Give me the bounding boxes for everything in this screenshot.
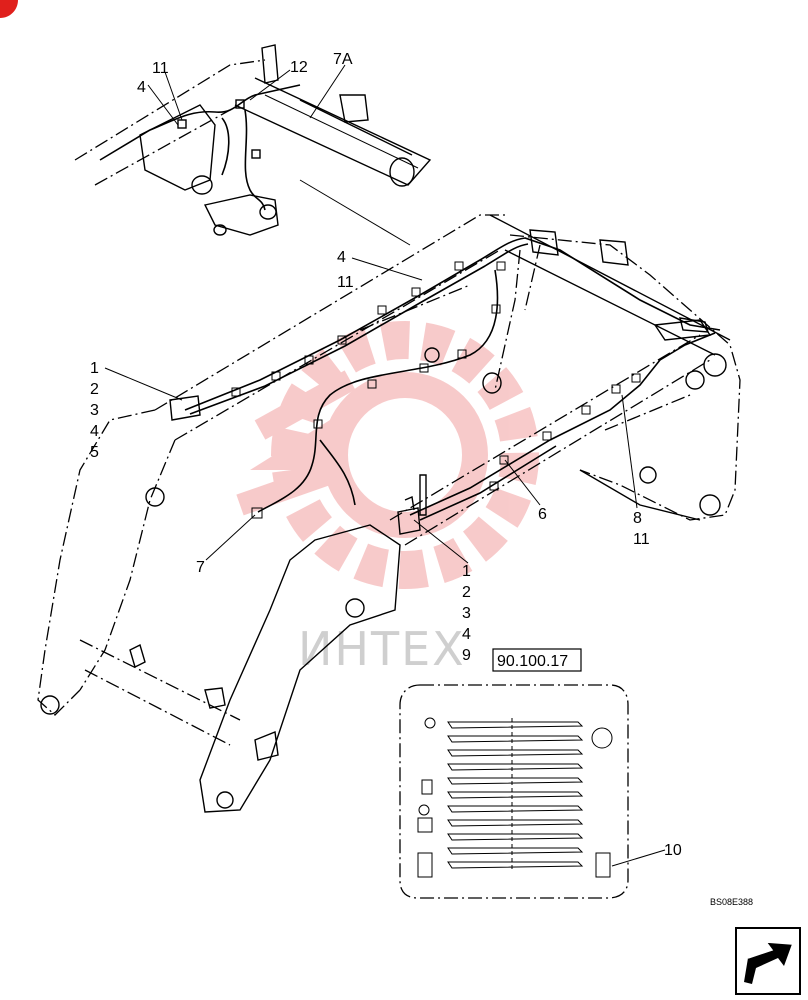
corner-badge	[0, 0, 18, 18]
callout-3-left: 3	[90, 402, 99, 419]
callout-11-right: 11	[633, 531, 650, 548]
callout-7-left: 7	[196, 559, 205, 576]
next-page-arrow-icon[interactable]	[735, 927, 801, 995]
callout-2-center: 2	[462, 584, 471, 601]
callout-1-left: 1	[90, 360, 99, 377]
drawing-code: BS08E388	[710, 897, 753, 907]
callout-5-left: 5	[90, 444, 99, 461]
callout-4-center: 4	[462, 626, 471, 643]
detail-leader	[299, 179, 411, 246]
callout-6-right: 6	[538, 506, 547, 523]
wiring-harness	[184, 237, 721, 521]
reference-box[interactable]: 90.100.17	[492, 648, 582, 672]
callout-4-left: 4	[90, 423, 99, 440]
callout-4-top: 4	[137, 79, 146, 96]
callout-2-left: 2	[90, 381, 99, 398]
grille-slots	[447, 718, 584, 870]
callout-7a-top: 7A	[333, 51, 353, 68]
callout-8-right: 8	[633, 510, 642, 527]
callout-11-top: 11	[152, 60, 169, 77]
callout-10-decal: 10	[664, 842, 682, 859]
watermark-logo	[236, 321, 539, 589]
callout-3-center: 3	[462, 605, 471, 622]
detail-view-top	[74, 44, 432, 236]
callout-4-mid: 4	[337, 249, 346, 266]
callout-12-top: 12	[290, 59, 308, 76]
reference-box-label: 90.100.17	[497, 653, 568, 670]
watermark-text: ИНТЕХ	[298, 622, 466, 676]
callout-leaders	[104, 64, 666, 867]
decal-10	[595, 852, 611, 878]
callout-9-center: 9	[462, 647, 471, 664]
callout-1-center: 1	[462, 563, 471, 580]
callout-11-mid: 11	[337, 274, 354, 291]
grille-decal-panel	[399, 684, 629, 899]
